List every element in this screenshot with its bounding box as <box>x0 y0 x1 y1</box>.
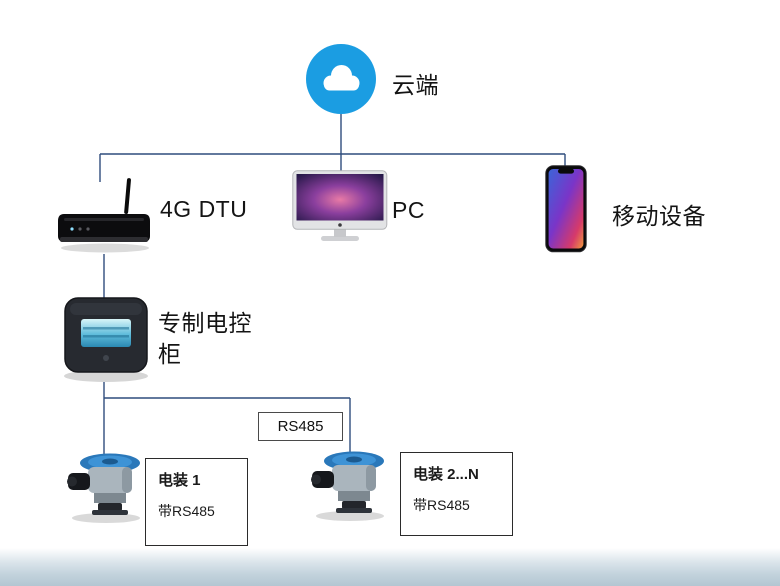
actuator2-label-box: 电装 2...N 带RS485 <box>400 452 513 536</box>
bottom-surface-band <box>0 548 780 586</box>
valve-actuator-icon <box>66 450 146 524</box>
cabinet-label-line1: 专制电控 <box>158 310 252 336</box>
mobile-label: 移动设备 <box>612 203 706 229</box>
smartphone-device-icon <box>545 165 587 253</box>
cloud-icon <box>306 44 376 114</box>
router-device-icon <box>56 176 154 256</box>
actuator2-title: 电装 2...N <box>413 466 479 483</box>
cloud-label: 云端 <box>392 72 439 98</box>
dtu-label: 4G DTU <box>160 196 248 222</box>
actuator1-title: 电装 1 <box>158 472 201 489</box>
actuator2-subtitle: 带RS485 <box>413 497 470 513</box>
rs485-bus-tag: RS485 <box>258 412 343 441</box>
pc-label: PC <box>392 197 425 223</box>
valve-actuator-icon <box>310 448 390 522</box>
actuator1-subtitle: 带RS485 <box>158 503 215 519</box>
control-cabinet-icon <box>58 294 154 384</box>
imac-device-icon <box>292 170 388 250</box>
actuator1-label-box: 电装 1 带RS485 <box>145 458 248 546</box>
cabinet-label: 专制电控 柜 <box>158 308 252 370</box>
cabinet-label-line2: 柜 <box>158 341 182 367</box>
